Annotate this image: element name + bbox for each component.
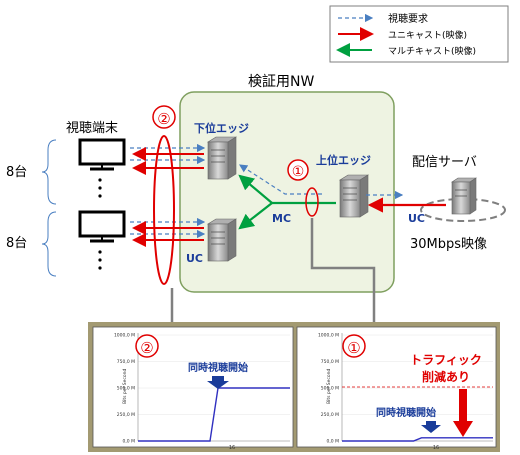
chart-left-x-tick: 16 <box>229 445 235 451</box>
chart-right-reduction-line1: トラフィック <box>410 353 482 367</box>
server-video-label: 30Mbps映像 <box>410 237 487 252</box>
mc-label: MC <box>272 212 291 225</box>
chart-right-marker: ① <box>347 339 360 357</box>
multicast-arrow-top <box>238 174 273 204</box>
chart-right-marker-circle <box>342 334 366 358</box>
upper-edge-label: 上位エッジ <box>316 153 371 167</box>
network-title: 検証用NW <box>248 74 314 90</box>
chart-right-y-tick: 0,0 M <box>327 439 340 445</box>
lower-edge-server-bottom-icon <box>206 218 238 262</box>
marker-one-net: ① <box>292 164 305 180</box>
terminal-monitor-top-icon <box>78 138 126 171</box>
chart-left: Bits per Second 1000,0 M 750,0 M 500,0 M 25… <box>92 326 294 451</box>
chart-right-y-tick: 500,0 M <box>321 386 339 392</box>
uc-lower-label: UC <box>186 252 203 265</box>
chart-left-annotation: 同時視聴開始 <box>188 361 248 374</box>
chart-left-marker-circle <box>135 334 159 358</box>
terminal-count-top: 8台 <box>6 165 27 180</box>
chart-left-y-tick: 750,0 M <box>117 359 135 365</box>
chart-left-annotation-arrow <box>207 376 229 389</box>
legend-unicast-label: ユニキャスト(映像) <box>388 29 467 41</box>
chart-right-annotation-arrow <box>421 421 441 433</box>
chart-left-y-tick: 1000,0 M <box>114 333 135 339</box>
marker-one-circle <box>287 159 309 181</box>
marker-two-circle <box>152 105 176 129</box>
legend-request-label: 視聴要求 <box>388 12 428 25</box>
chart-right-y-tick: 250,0 M <box>321 412 339 418</box>
connector-one <box>310 218 384 343</box>
bracket-top <box>41 139 57 205</box>
chart-left-marker: ② <box>140 339 153 357</box>
marker-two-net: ② <box>157 110 170 128</box>
chart-right-y-tick: 750,0 M <box>321 359 339 365</box>
measure-point-two <box>153 135 175 285</box>
chart-left-y-tick: 500,0 M <box>117 386 135 392</box>
legend: 視聴要求 ユニキャスト(映像) マルチキャスト(映像) <box>329 5 509 63</box>
chart-right-series-line <box>342 437 493 442</box>
chart-left-y-tick: 0,0 M <box>123 439 136 445</box>
chart-left-y-title: Bits per Second <box>122 369 128 404</box>
chart-left-series-line <box>138 387 290 442</box>
chart-right-reduction-arrow-head <box>453 421 473 437</box>
chart-right-annotation: 同時視聴開始 <box>376 406 436 419</box>
measure-point-one <box>305 187 319 217</box>
chart-left-panel <box>92 326 294 448</box>
chart-right: Bits per Second 1000,0 M 750,0 M 500,0 M 25… <box>296 326 497 451</box>
server-title: 配信サーバ <box>412 155 477 170</box>
distribution-server-icon <box>451 177 477 215</box>
chart-right-y-tick: 1000,0 M <box>318 333 339 339</box>
lower-edge-label: 下位エッジ <box>194 121 249 135</box>
terminal-dots-bottom <box>98 250 102 270</box>
chart-right-reduction-line2: 削減あり <box>422 369 470 384</box>
uc-server-label: UC <box>408 212 425 225</box>
bracket-bottom <box>41 211 57 277</box>
chart-right-reduction-arrow-shaft <box>459 389 467 422</box>
terminal-dots-top <box>98 178 102 198</box>
terminals-title: 視聴端末 <box>66 121 118 136</box>
chart-left-y-tick: 250,0 M <box>117 412 135 418</box>
multicast-arrow-bottom <box>238 202 273 230</box>
terminal-count-bottom: 8台 <box>6 236 27 251</box>
legend-multicast-label: マルチキャスト(映像) <box>388 45 476 57</box>
lower-edge-server-top-icon <box>206 136 238 180</box>
terminal-monitor-bottom-icon <box>78 210 126 243</box>
chart-right-x-tick: 16 <box>433 445 439 451</box>
upper-edge-server-icon <box>338 174 370 218</box>
chart-right-y-title: Bits per Second <box>326 369 332 404</box>
